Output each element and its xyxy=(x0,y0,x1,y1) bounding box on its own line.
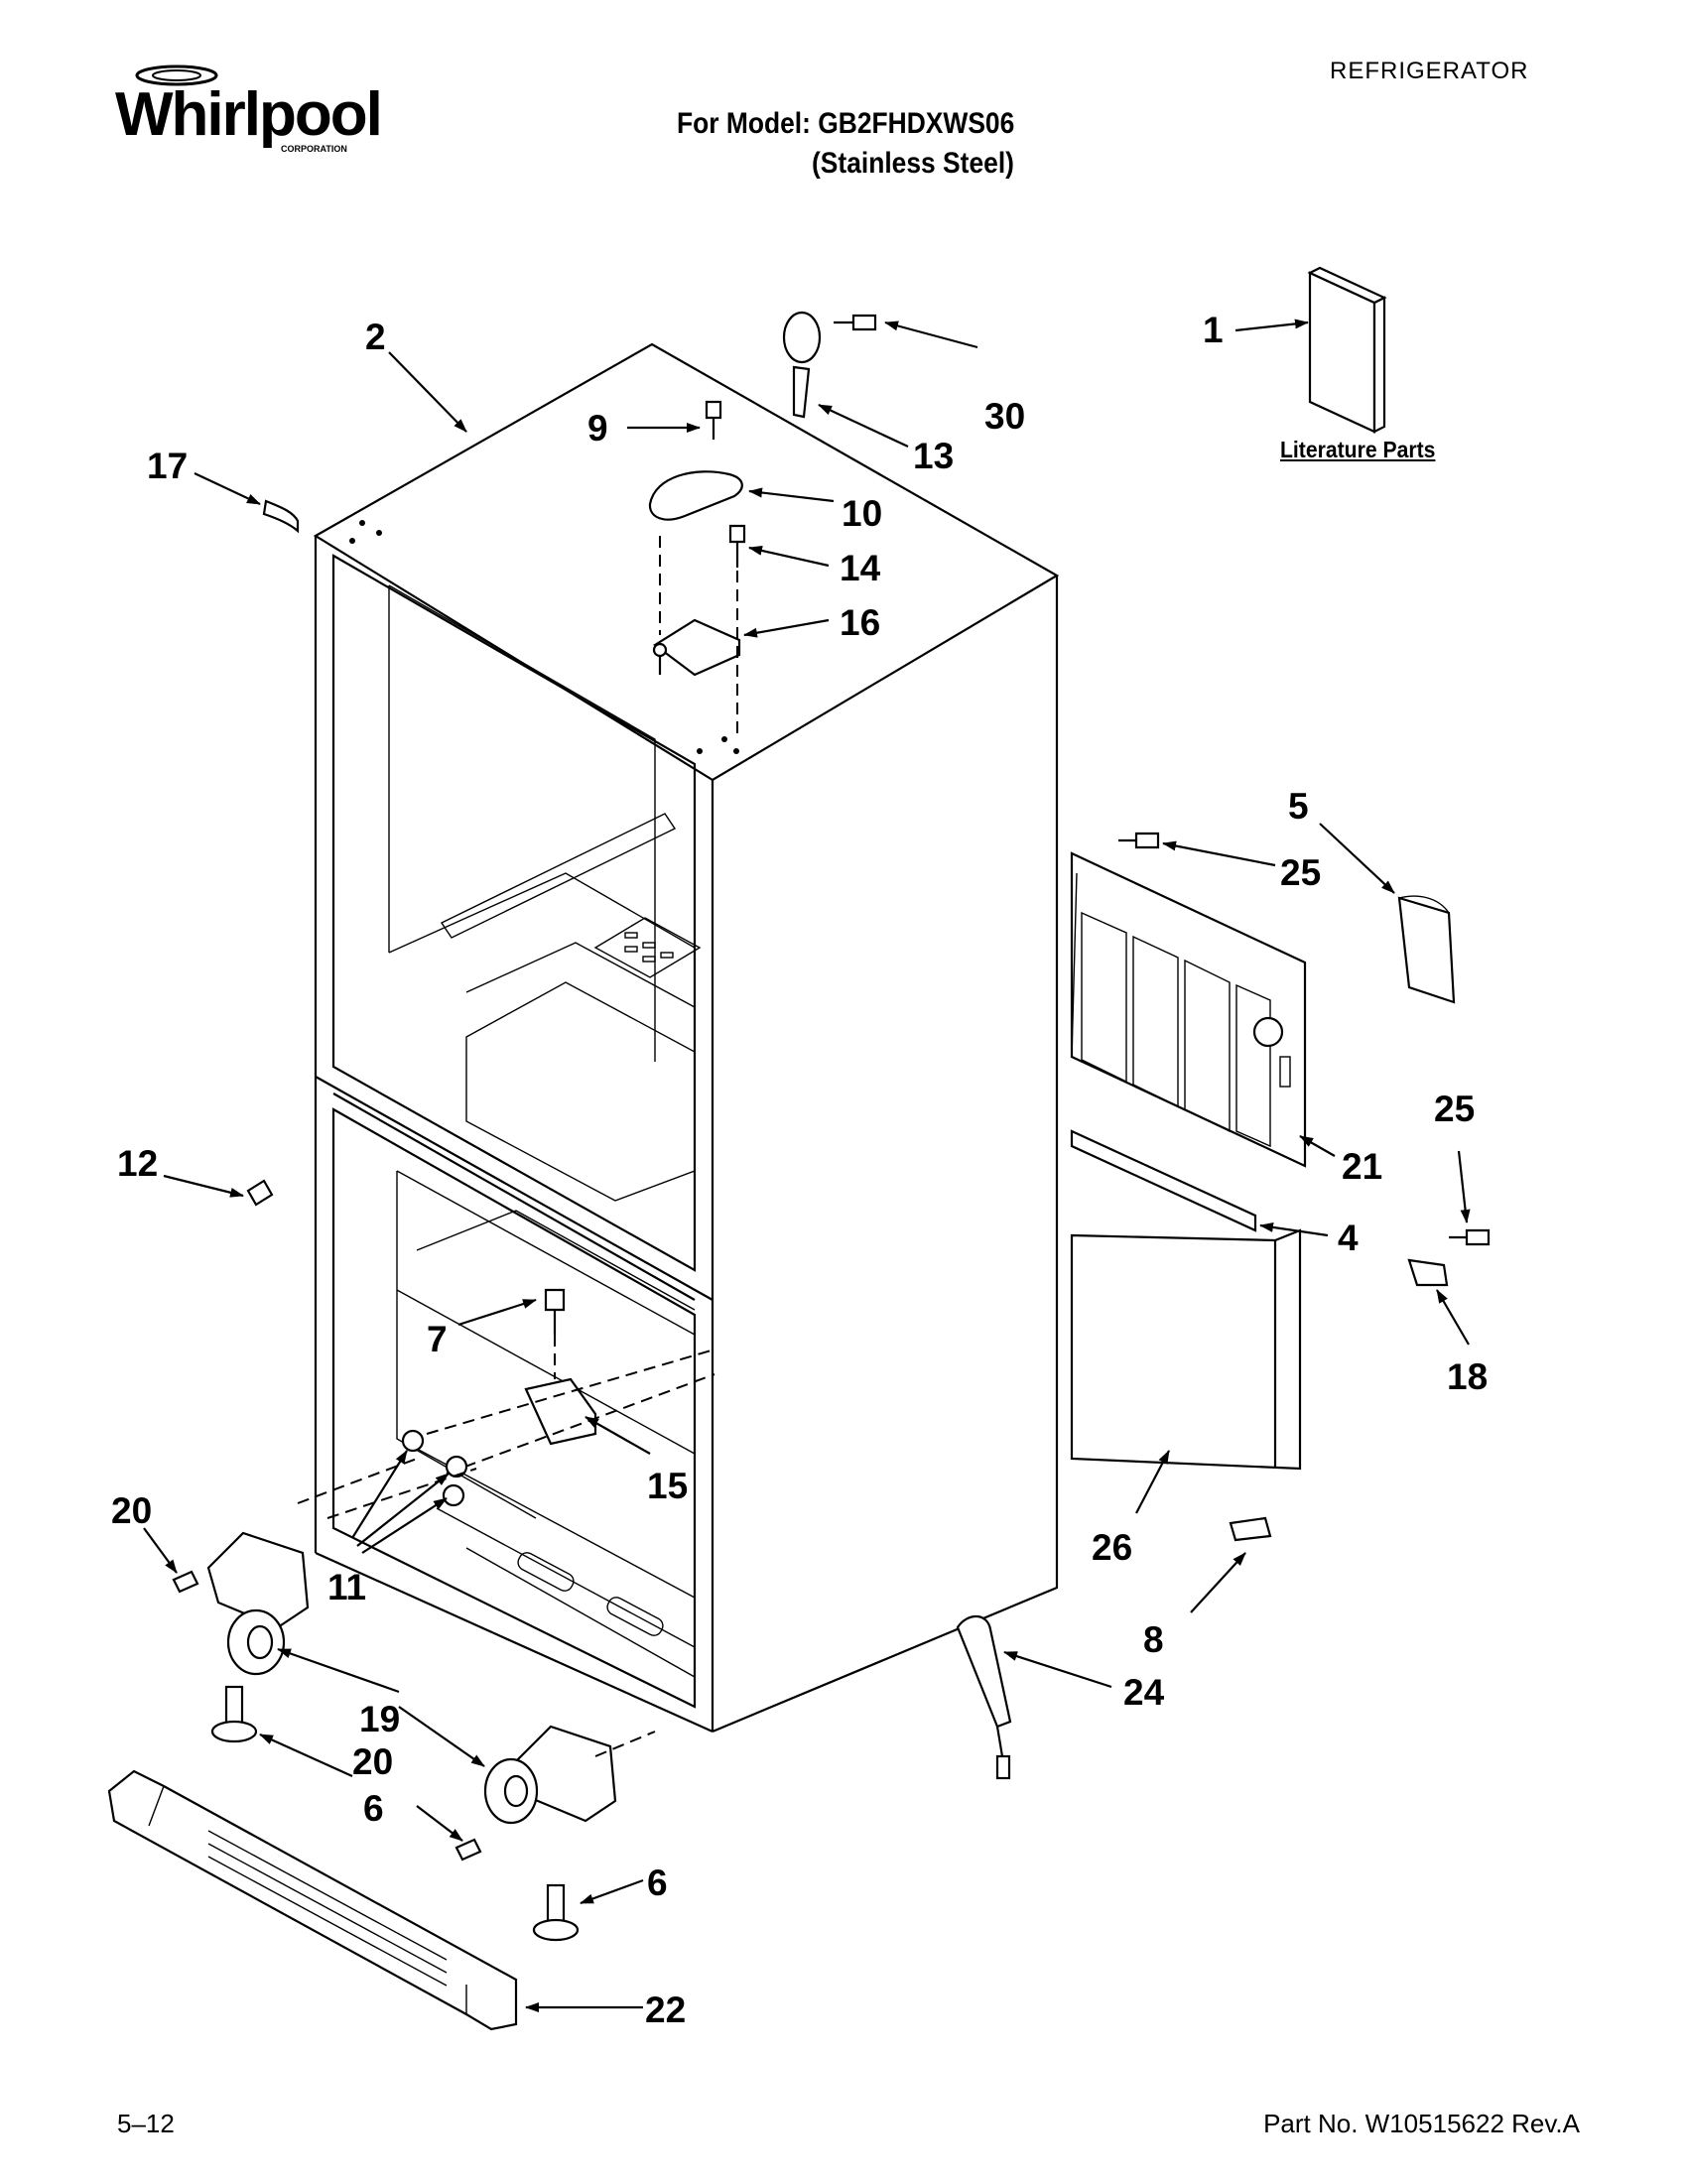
callout-12: 12 xyxy=(117,1143,158,1184)
callout-18: 18 xyxy=(1447,1356,1488,1397)
category-label: REFRIGERATOR xyxy=(1330,58,1529,84)
callout-2: 2 xyxy=(365,317,386,357)
brand-subtitle: CORPORATION xyxy=(281,144,347,154)
callout-21: 21 xyxy=(1342,1146,1382,1187)
part-number: Part No. W10515622 Rev.A xyxy=(1263,2109,1580,2138)
callout-6-left: 6 xyxy=(363,1788,384,1829)
center-bracket-assembly xyxy=(246,1179,715,1519)
vent-slots xyxy=(624,932,674,963)
literature-parts-booklet xyxy=(1307,266,1387,434)
callout-25-top: 25 xyxy=(1280,852,1321,893)
cabinet xyxy=(313,342,1060,1734)
callout-1: 1 xyxy=(1203,310,1224,350)
callout-10: 10 xyxy=(842,493,882,534)
leader-lines xyxy=(143,319,1471,2012)
base-grille xyxy=(107,1769,518,2031)
callout-11: 11 xyxy=(327,1567,366,1607)
callout-5: 5 xyxy=(1288,786,1309,827)
callout-25-right: 25 xyxy=(1434,1089,1475,1129)
callout-9: 9 xyxy=(587,408,608,449)
callout-numbers: 2 17 9 10 14 16 13 30 1 5 25 21 25 4 18 … xyxy=(111,310,1488,2030)
page-number: 5–12 xyxy=(117,2109,175,2138)
callout-7: 7 xyxy=(427,1319,448,1359)
callout-8: 8 xyxy=(1143,1619,1164,1660)
rear-access-grille xyxy=(1070,832,1456,1168)
literature-parts-label: Literature Parts xyxy=(1280,437,1436,462)
callout-17: 17 xyxy=(147,446,188,486)
model-finish: (Stainless Steel) xyxy=(812,147,1014,180)
toe-strip-and-panel xyxy=(956,1129,1491,1780)
grille-louvers xyxy=(1081,911,1271,1148)
callout-22: 22 xyxy=(645,1990,686,2030)
callout-16: 16 xyxy=(840,602,880,643)
callout-26: 26 xyxy=(1092,1527,1132,1568)
callout-13: 13 xyxy=(913,436,954,476)
top-hinge-assembly xyxy=(262,311,877,734)
callout-15: 15 xyxy=(647,1466,688,1506)
callout-6-right: 6 xyxy=(647,1863,668,1903)
callout-30: 30 xyxy=(984,396,1025,437)
callout-4: 4 xyxy=(1338,1218,1359,1258)
callout-20-center: 20 xyxy=(352,1741,393,1782)
brand-logotype: Whirlpool xyxy=(115,80,381,149)
callout-24: 24 xyxy=(1123,1672,1165,1713)
callout-14: 14 xyxy=(840,548,881,588)
roller-assemblies xyxy=(172,1531,656,1942)
model-number: For Model: GB2FHDXWS06 xyxy=(677,107,1015,140)
callout-20-left: 20 xyxy=(111,1490,152,1531)
callout-19: 19 xyxy=(359,1699,400,1739)
whirlpool-logo: Whirlpool CORPORATION xyxy=(115,64,383,154)
